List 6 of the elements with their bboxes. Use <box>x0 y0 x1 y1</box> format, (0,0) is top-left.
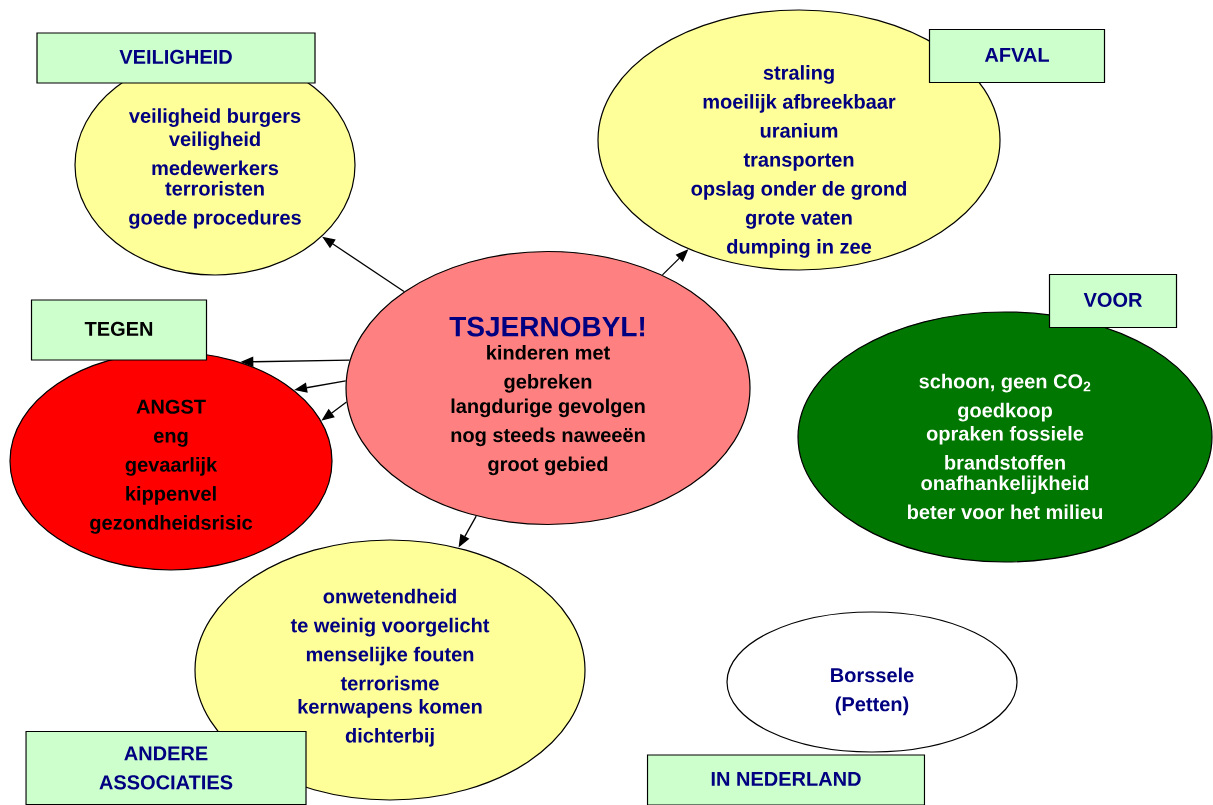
category-label: AFVAL <box>928 28 1106 84</box>
category-label: VEILIGHEID <box>36 32 316 84</box>
category-label: TEGEN <box>30 299 208 361</box>
category-label: VOOR <box>1048 273 1178 329</box>
category-label: IN NEDERLAND <box>646 754 926 805</box>
category-label: ANDERE ASSOCIATIES <box>25 730 307 805</box>
